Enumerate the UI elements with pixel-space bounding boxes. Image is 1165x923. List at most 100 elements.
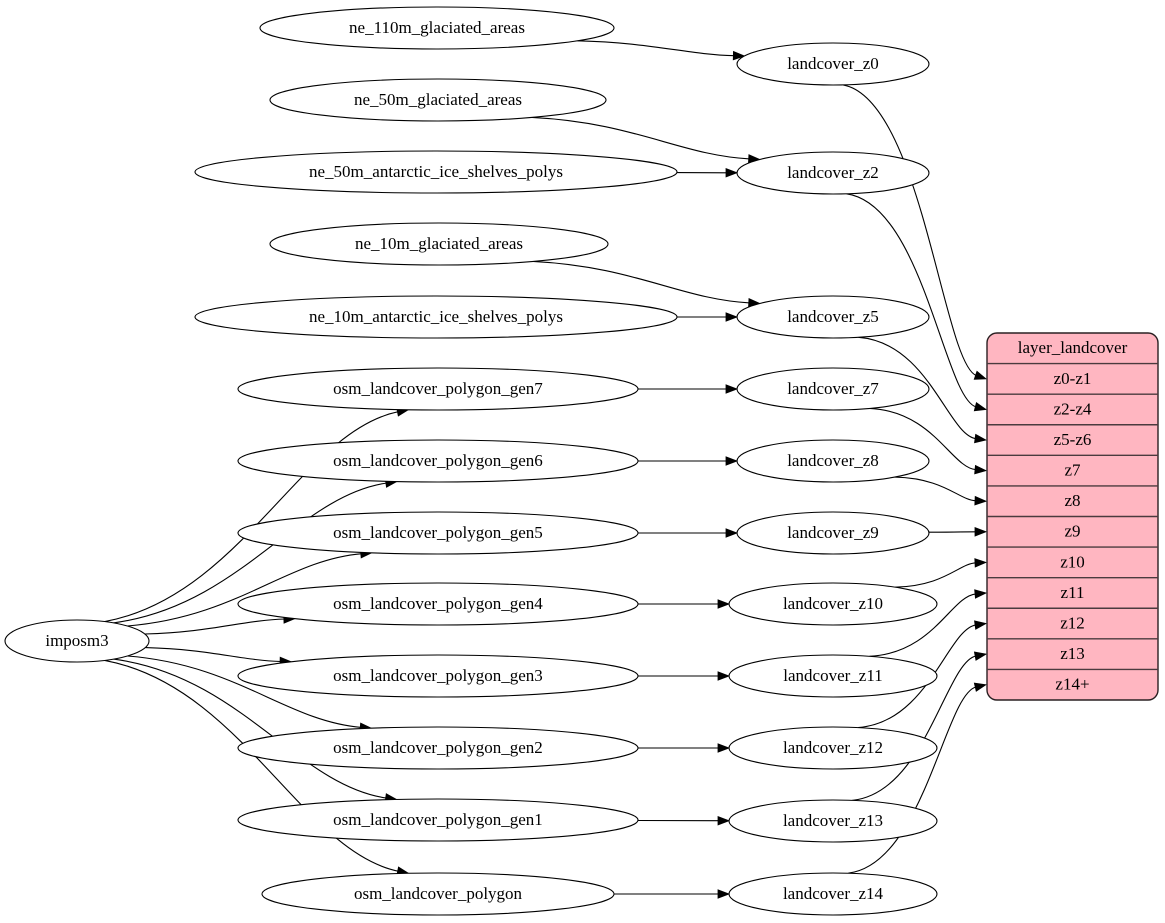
node-ne10a[interactable]: ne_10m_antarctic_ice_shelves_polys	[194, 295, 678, 339]
node-label: landcover_z11	[783, 666, 882, 685]
node-gen7[interactable]: osm_landcover_polygon_gen7	[237, 367, 639, 411]
node-label: ne_50m_antarctic_ice_shelves_polys	[309, 162, 563, 181]
edge-arrowhead	[717, 743, 731, 753]
node-imposm3[interactable]: imposm3	[4, 619, 150, 663]
node-label: landcover_z8	[787, 451, 879, 470]
edge-arrowhead	[717, 889, 731, 899]
edge-imposm3-to-gen4	[144, 618, 285, 635]
landcover-view-ellipse	[736, 367, 930, 411]
edge-arrowhead	[974, 558, 988, 568]
node-ne50a[interactable]: ne_50m_antarctic_ice_shelves_polys	[194, 150, 678, 194]
importer-ellipse	[4, 619, 150, 663]
osm-table-ellipse	[237, 654, 639, 698]
edge-lc0-to-r0	[843, 84, 977, 377]
node-gen3[interactable]: osm_landcover_polygon_gen3	[237, 654, 639, 698]
landcover-view-ellipse	[736, 439, 930, 483]
node-lc5[interactable]: landcover_z5	[736, 295, 930, 339]
node-ne10g[interactable]: ne_10m_glaciated_areas	[269, 222, 609, 266]
osm-table-ellipse	[237, 582, 639, 626]
edge-arrowhead	[974, 495, 988, 506]
edge-arrowhead	[974, 433, 988, 444]
node-label: landcover_z14	[783, 884, 884, 903]
node-gen2[interactable]: osm_landcover_polygon_gen2	[237, 726, 639, 770]
edge-arrowhead	[974, 527, 988, 537]
osm-table-ellipse	[237, 511, 639, 555]
table-row-z9[interactable]: z9	[1064, 522, 1080, 541]
node-label: ne_10m_antarctic_ice_shelves_polys	[309, 307, 563, 326]
node-lc7[interactable]: landcover_z7	[736, 367, 930, 411]
nodes-layer: ne_110m_glaciated_areas ne_50m_glaciated_…	[4, 6, 938, 916]
landcover-view-ellipse	[728, 872, 938, 916]
table-row-z7[interactable]: z7	[1064, 461, 1081, 480]
node-gen1[interactable]: osm_landcover_polygon_gen1	[237, 798, 639, 842]
table-row-z10[interactable]: z10	[1060, 552, 1085, 571]
edge-lc13-to-r9	[852, 655, 977, 801]
node-lc8[interactable]: landcover_z8	[736, 439, 930, 483]
edge-arrowhead	[973, 401, 988, 412]
edge-arrowhead	[725, 456, 739, 466]
node-ne50g[interactable]: ne_50m_glaciated_areas	[269, 78, 607, 122]
node-poly[interactable]: osm_landcover_polygon	[261, 872, 615, 916]
landcover-view-ellipse	[728, 726, 938, 770]
node-label: ne_50m_glaciated_areas	[354, 90, 522, 109]
edge-arrowhead	[973, 651, 988, 661]
node-label: landcover_z5	[787, 307, 879, 326]
source-table-ellipse	[269, 222, 609, 266]
node-lc2[interactable]: landcover_z2	[736, 151, 930, 195]
node-gen5[interactable]: osm_landcover_polygon_gen5	[237, 511, 639, 555]
node-gen4[interactable]: osm_landcover_polygon_gen4	[237, 582, 639, 626]
edge-arrowhead	[725, 312, 739, 322]
node-label: osm_landcover_polygon_gen7	[333, 379, 543, 398]
node-lc13[interactable]: landcover_z13	[728, 799, 938, 843]
edge-imposm3-to-gen5	[127, 553, 362, 627]
edge-lc5-to-r2	[858, 336, 977, 440]
edge-arrowhead	[974, 620, 988, 630]
landcover-view-ellipse	[736, 511, 930, 555]
edge-imposm3-to-gen6	[113, 482, 387, 624]
node-label: landcover_z9	[787, 523, 879, 542]
table-row-z14+[interactable]: z14+	[1055, 675, 1089, 694]
edge-lc2-to-r1	[846, 193, 977, 408]
edge-imposm3-to-gen7	[104, 411, 399, 623]
osm-table-ellipse	[237, 798, 639, 842]
source-table-ellipse	[194, 295, 678, 339]
node-label: osm_landcover_polygon_gen1	[333, 810, 543, 829]
landcover-view-ellipse	[728, 654, 938, 698]
table-row-z5-z6[interactable]: z5-z6	[1054, 430, 1092, 449]
node-label: osm_landcover_polygon_gen4	[333, 594, 543, 613]
node-ne110g[interactable]: ne_110m_glaciated_areas	[259, 6, 615, 50]
node-lc0[interactable]: landcover_z0	[736, 42, 930, 86]
node-lc10[interactable]: landcover_z10	[728, 582, 938, 626]
table-row-z0-z1[interactable]: z0-z1	[1054, 369, 1092, 388]
edge-arrowhead	[973, 370, 988, 380]
edge-imposm3-to-poly	[104, 659, 399, 872]
node-lc12[interactable]: landcover_z12	[728, 726, 938, 770]
node-label: osm_landcover_polygon_gen6	[333, 451, 543, 470]
node-lc14[interactable]: landcover_z14	[728, 872, 938, 916]
node-label: ne_10m_glaciated_areas	[355, 234, 523, 253]
node-label: osm_landcover_polygon_gen3	[333, 666, 543, 685]
table-row-z2-z4[interactable]: z2-z4	[1054, 399, 1092, 418]
node-label: osm_landcover_polygon_gen2	[333, 738, 543, 757]
table-row-z13[interactable]: z13	[1060, 644, 1085, 663]
node-lc11[interactable]: landcover_z11	[728, 654, 938, 698]
node-label: landcover_z2	[787, 163, 879, 182]
edge-lc8-to-r4	[894, 476, 977, 502]
source-table-ellipse	[194, 150, 678, 194]
edge-ne50g-to-lc2	[532, 116, 750, 160]
edge-arrowhead	[717, 671, 731, 681]
node-label: imposm3	[45, 631, 108, 650]
table-row-z8[interactable]: z8	[1064, 491, 1080, 510]
table-row-z11[interactable]: z11	[1061, 583, 1085, 602]
landcover-view-ellipse	[736, 151, 930, 195]
table-row-z12[interactable]: z12	[1060, 613, 1085, 632]
node-label: landcover_z10	[783, 594, 883, 613]
osm-table-ellipse	[237, 726, 639, 770]
node-lc9[interactable]: landcover_z9	[736, 511, 930, 555]
node-gen6[interactable]: osm_landcover_polygon_gen6	[237, 439, 639, 483]
edge-arrowhead	[725, 528, 739, 538]
node-label: landcover_z7	[787, 379, 879, 398]
edge-lc10-to-r6	[895, 562, 977, 588]
